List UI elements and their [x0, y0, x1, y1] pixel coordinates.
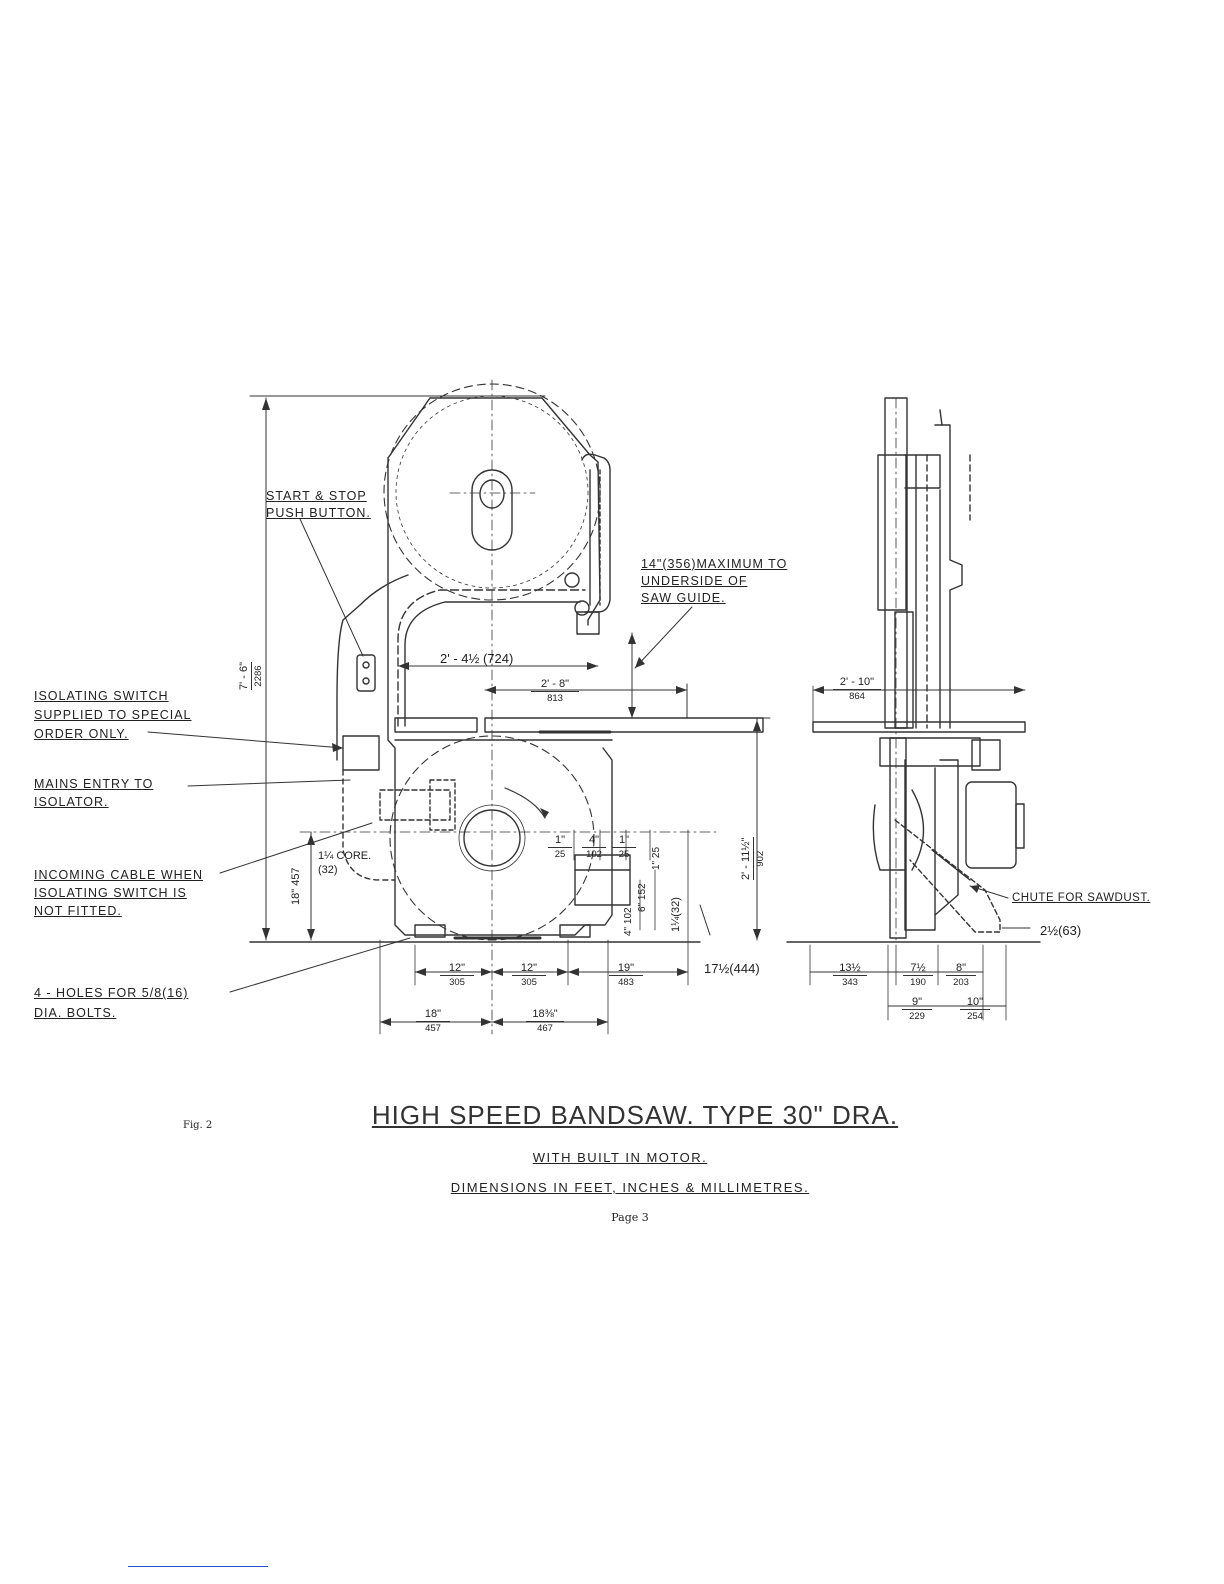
dim-1in-vertical: 1" 25 [651, 846, 662, 870]
dim-base-12b: 12" 305 [512, 962, 546, 989]
callout-holes-line1: 4 - HOLES FOR 5/8(16) [34, 986, 189, 1000]
front-elevation [147, 379, 771, 1035]
push-button-box [356, 654, 376, 692]
dim-base-18-3-8: 18⅜" 467 [526, 1008, 564, 1035]
dim-side-7: 7½ 190 [903, 962, 933, 989]
dim-1in-b: 1" 25 [612, 834, 636, 861]
dim-side-13: 13½ 343 [833, 962, 867, 989]
dim-table-width: 2' - 8" 813 [531, 678, 579, 705]
callout-mains-line2: ISOLATOR. [34, 795, 109, 809]
leader-start-stop [299, 518, 364, 657]
leader-holes [229, 937, 411, 993]
callout-isolating-line2: SUPPLIED TO SPECIAL [34, 708, 192, 722]
callout-start-stop-line2: PUSH BUTTON. [266, 506, 371, 520]
blade-guard [581, 453, 611, 613]
callout-core: 1¼ CORE. [318, 850, 372, 862]
dim-side-table: 2' - 10" 864 [833, 676, 881, 703]
leader-isolating [147, 731, 344, 749]
callout-start-stop-line1: START & STOP [266, 489, 367, 503]
side-motor [965, 781, 1017, 869]
callout-cable-line2: ISOLATING SWITCH IS [34, 886, 187, 900]
side-table [812, 721, 1026, 733]
callout-core-mm: (32) [318, 864, 338, 876]
callout-holes-line2: DIA. BOLTS. [34, 1006, 117, 1020]
side-elevation [786, 397, 1041, 1021]
dim-base-19: 19" 483 [609, 962, 643, 989]
dim-4in: 4" 102 [582, 834, 606, 861]
callout-max-line3: SAW GUIDE. [641, 591, 726, 605]
callout-cable-line1: INCOMING CABLE WHEN [34, 868, 204, 882]
callout-chute: CHUTE FOR SAWDUST. [1012, 892, 1151, 904]
dim-side-2half: 2½(63) [1040, 923, 1082, 938]
callout-mains-line1: MAINS ENTRY TO [34, 777, 154, 791]
page-number: Page 3 [611, 1211, 649, 1224]
dim-throat: 2' - 4½ (724) [440, 651, 514, 666]
leader-max [634, 606, 693, 669]
drawing-subtitle-motor: WITH BUILT IN MOTOR. [532, 1150, 708, 1165]
dim-4in-vertical: 4" 102 [623, 907, 634, 936]
callout-max-line1: 14"(356)MAXIMUM TO [641, 557, 788, 571]
drawing-subtitle-units: DIMENSIONS IN FEET, INCHES & MILLIMETRES… [450, 1180, 810, 1195]
dim-overall-height: 7' - 6" 2286 [238, 661, 265, 690]
callout-isolating-line3: ORDER ONLY. [34, 727, 129, 741]
dim-wheel-offset: 17½(444) [704, 961, 760, 976]
figure-label: Fig. 2 [183, 1120, 213, 1131]
dim-1quarter: 1¼(32) [670, 897, 682, 932]
dim-side-10: 10" 254 [960, 996, 990, 1023]
dim-side-8: 8" 203 [946, 962, 976, 989]
leader-mains [187, 779, 351, 787]
drawing-title: HIGH SPEED BANDSAW. TYPE 30" DRA. [371, 1100, 899, 1130]
dim-6in-vertical: 6" 152 [637, 883, 648, 912]
dim-base-12a: 12" 305 [440, 962, 474, 989]
sawdust-chute [894, 819, 1001, 933]
throat-arch [397, 589, 586, 727]
leader-cable [219, 822, 373, 874]
dim-base-18: 18" 457 [416, 1008, 450, 1035]
dim-1in-a: 1" 25 [548, 834, 572, 861]
dim-base-height: 18" 457 [290, 867, 302, 905]
isolator-box [342, 735, 380, 771]
callout-max-line2: UNDERSIDE OF [641, 574, 748, 588]
footer-rule [128, 1566, 268, 1567]
callout-isolating-line1: ISOLATING SWITCH [34, 689, 169, 703]
dim-table-height: 2' - 11½" 902 [740, 837, 767, 880]
dim-side-9: 9" 229 [902, 996, 932, 1023]
callout-cable-line3: NOT FITTED. [34, 904, 122, 918]
frame-outline [387, 397, 601, 626]
saw-table [484, 717, 764, 733]
